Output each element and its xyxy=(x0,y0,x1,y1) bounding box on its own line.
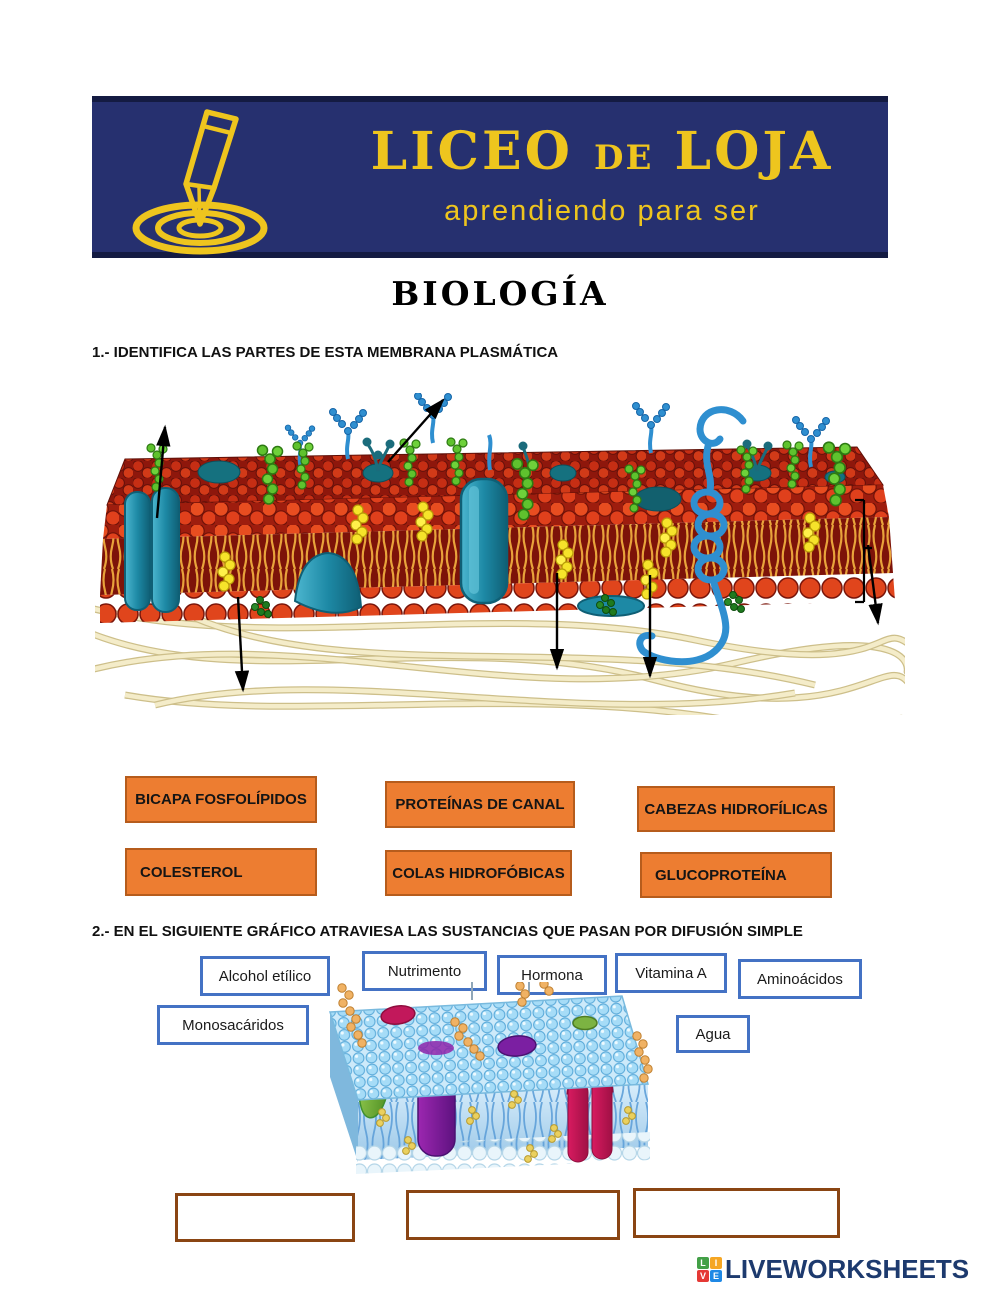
answer-slot-1[interactable] xyxy=(175,1193,355,1242)
answer-label-glucoproteina[interactable]: GLUCOPROTEÍNA xyxy=(640,852,832,898)
answer-label-cabezas-hidrofilicas[interactable]: CABEZAS HIDROFÍLICAS xyxy=(637,786,835,832)
liveworksheets-logo[interactable]: L I V E LIVEWORKSHEETS xyxy=(697,1254,969,1285)
substance-label-aminoacidos[interactable]: Aminoácidos xyxy=(738,959,862,999)
page-title: BIOLOGÍA xyxy=(391,274,609,313)
substance-label-monosacaridos[interactable]: Monosacáridos xyxy=(157,1005,309,1045)
tile-letter-i: I xyxy=(710,1257,722,1269)
answer-label-colesterol[interactable]: COLESTEROL xyxy=(125,848,317,896)
school-motto: aprendiendo para ser xyxy=(444,195,760,228)
answer-label-colas-hidrofobicas[interactable]: COLAS HIDROFÓBICAS xyxy=(385,850,572,896)
answer-label-bicapa-fosfolipidos[interactable]: BICAPA FOSFOLÍPIDOS xyxy=(125,776,317,823)
substance-label-vitamina-a[interactable]: Vitamina A xyxy=(615,953,727,993)
answer-label-proteinas-de-canal[interactable]: PROTEÍNAS DE CANAL xyxy=(385,781,575,828)
answer-slot-2[interactable] xyxy=(406,1190,620,1240)
membrane-diagram-1 xyxy=(95,393,905,715)
substance-label-alcohol-etilico[interactable]: Alcohol etílico xyxy=(200,956,330,996)
question2-heading: 2.- EN EL SIGUIENTE GRÁFICO ATRAVIESA LA… xyxy=(92,923,803,940)
tile-letter-e: E xyxy=(710,1270,722,1282)
membrane-diagram-2 xyxy=(328,982,653,1174)
school-banner: LICEO DE LOJA aprendiendo para ser xyxy=(92,96,888,258)
substance-label-agua[interactable]: Agua xyxy=(676,1015,750,1053)
question1-heading: 1.- IDENTIFICA LAS PARTES DE ESTA MEMBRA… xyxy=(92,344,559,361)
tile-letter-l: L xyxy=(697,1257,709,1269)
liveworksheets-tiles-icon: L I V E xyxy=(697,1257,722,1282)
pencil-target-icon xyxy=(132,109,268,255)
liveworksheets-wordmark: LIVEWORKSHEETS xyxy=(725,1254,970,1284)
substance-label-nutrimento[interactable]: Nutrimento xyxy=(362,951,487,991)
answer-slot-3[interactable] xyxy=(633,1188,840,1238)
tile-letter-v: V xyxy=(697,1270,709,1282)
school-name: LICEO DE LOJA xyxy=(370,121,834,182)
